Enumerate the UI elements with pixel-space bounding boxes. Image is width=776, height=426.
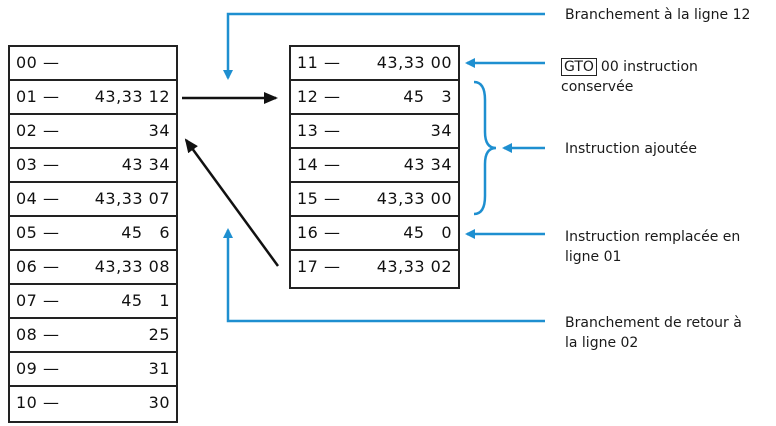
program-line: 08 — 25 bbox=[10, 319, 176, 353]
program-line: 13 — 34 bbox=[291, 115, 458, 149]
replaced-line2-text: ligne 01 bbox=[565, 249, 622, 265]
return-17-to-02-arrow bbox=[184, 138, 280, 267]
program-line: 15 — 43,33 00 bbox=[291, 183, 458, 217]
program-line: 00 — bbox=[10, 47, 176, 81]
return-branch-label: Branchement de retour à la ligne 02 bbox=[565, 313, 742, 353]
added-instruction-label: Instruction ajoutée bbox=[565, 141, 698, 157]
gto-line2-text: conservée bbox=[561, 79, 634, 95]
return-line2-text: la ligne 02 bbox=[565, 335, 639, 351]
keycode: 31 bbox=[148, 359, 170, 378]
keycode: 43,33 07 bbox=[94, 189, 170, 208]
program-line: 03 — 43 34 bbox=[10, 149, 176, 183]
gto-key-box: GTO bbox=[561, 58, 597, 76]
line-number: 14 — bbox=[297, 155, 341, 174]
keycode: 45 0 bbox=[403, 223, 452, 242]
line-number: 13 — bbox=[297, 121, 341, 140]
program-line: 09 — 31 bbox=[10, 353, 176, 387]
program-line: 10 — 30 bbox=[10, 387, 176, 421]
left-program-table: 00 — 01 — 43,33 12 02 — 34 03 — 43 34 04 — 43,33… bbox=[8, 45, 178, 423]
keycode: 43 34 bbox=[121, 155, 170, 174]
line-number: 08 — bbox=[16, 325, 60, 344]
branch-to-line-12-arrow bbox=[223, 12, 545, 80]
line-number: 00 — bbox=[16, 53, 60, 72]
program-line: 16 — 45 0 bbox=[291, 217, 458, 251]
line-number: 02 — bbox=[16, 121, 60, 140]
program-line: 12 — 45 3 bbox=[291, 81, 458, 115]
line-number: 04 — bbox=[16, 189, 60, 208]
keycode: 43,33 08 bbox=[94, 257, 170, 276]
keycode: 43,33 12 bbox=[94, 87, 170, 106]
line-number: 16 — bbox=[297, 223, 341, 242]
line-number: 17 — bbox=[297, 257, 341, 276]
program-line: 07 — 45 1 bbox=[10, 285, 176, 319]
keycode: 45 1 bbox=[121, 291, 170, 310]
branch-to-12-label: Branchement à la ligne 12 bbox=[565, 7, 751, 23]
line-number: 11 — bbox=[297, 53, 341, 72]
keycode: 43,33 00 bbox=[376, 189, 452, 208]
line-number: 06 — bbox=[16, 257, 60, 276]
keycode: 25 bbox=[148, 325, 170, 344]
line-number: 12 — bbox=[297, 87, 341, 106]
program-line: 11 — 43,33 00 bbox=[291, 47, 458, 81]
line-number: 07 — bbox=[16, 291, 60, 310]
program-line: 05 — 45 6 bbox=[10, 217, 176, 251]
program-line: 06 — 43,33 08 bbox=[10, 251, 176, 285]
line-number: 15 — bbox=[297, 189, 341, 208]
gto-rest-text: 00 instruction bbox=[600, 59, 698, 75]
line-number: 05 — bbox=[16, 223, 60, 242]
right-program-table: 11 — 43,33 00 12 — 45 3 13 — 34 14 — 43 34 15 — 4… bbox=[289, 45, 460, 289]
return-branch-arrow bbox=[223, 228, 545, 323]
line-number: 10 — bbox=[16, 393, 60, 412]
program-line: 04 — 43,33 07 bbox=[10, 183, 176, 217]
keycode: 45 3 bbox=[403, 87, 452, 106]
keycode: 43,33 02 bbox=[376, 257, 452, 276]
line-number: 03 — bbox=[16, 155, 60, 174]
return-line1-text: Branchement de retour à bbox=[565, 315, 742, 331]
keycode: 43,33 00 bbox=[376, 53, 452, 72]
added-instructions-brace bbox=[473, 80, 497, 216]
replaced-line1-text: Instruction remplacée en bbox=[565, 229, 741, 245]
keycode: 34 bbox=[430, 121, 452, 140]
line-number: 09 — bbox=[16, 359, 60, 378]
program-line: 02 — 34 bbox=[10, 115, 176, 149]
program-line: 14 — 43 34 bbox=[291, 149, 458, 183]
replaced-instruction-label: Instruction remplacée en ligne 01 bbox=[565, 227, 740, 267]
line-number: 01 — bbox=[16, 87, 60, 106]
keycode: 34 bbox=[148, 121, 170, 140]
keycode: 30 bbox=[148, 393, 170, 412]
keycode: 43 34 bbox=[403, 155, 452, 174]
program-line: 17 — 43,33 02 bbox=[291, 251, 458, 285]
program-line: 01 — 43,33 12 bbox=[10, 81, 176, 115]
keycode: 45 6 bbox=[121, 223, 170, 242]
